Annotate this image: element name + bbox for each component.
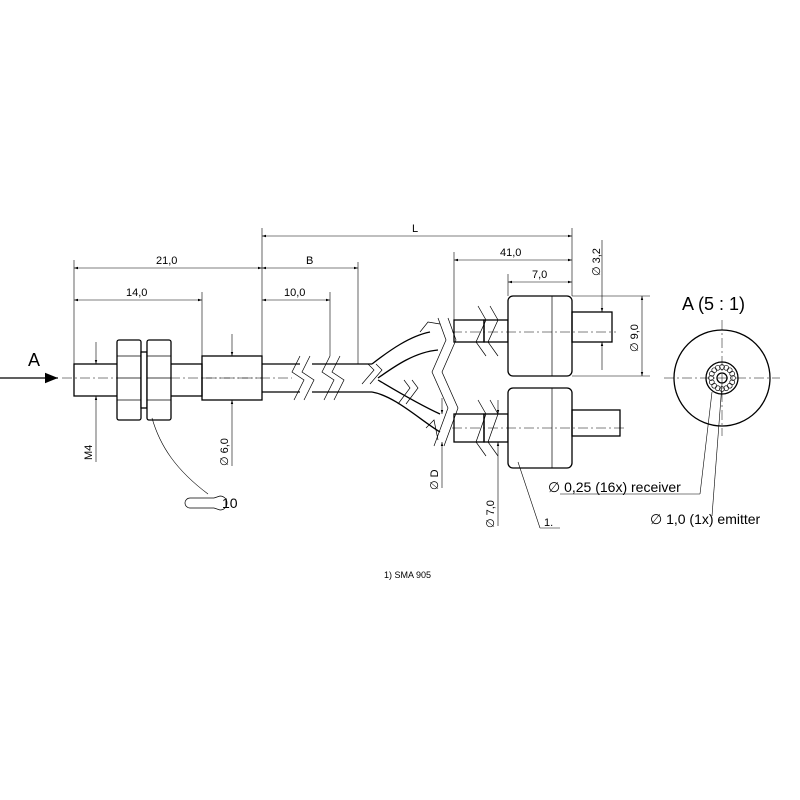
svg-text:∅ 7,0: ∅ 7,0 (485, 500, 497, 528)
svg-text:14,0: 14,0 (126, 287, 147, 299)
hex-nut-right (146, 339, 172, 421)
detail-title: A (5 : 1) (682, 294, 745, 314)
detail-view: A (5 : 1) (664, 294, 780, 436)
receiver-fiber (719, 364, 725, 370)
dimension-7: 7,0 (507, 269, 572, 296)
receiver-fiber (730, 375, 736, 381)
svg-text:B: B (306, 255, 313, 267)
svg-text:M4: M4 (83, 445, 95, 460)
wrench-size: 10 (222, 495, 238, 511)
dimension-7-0: ∅ 7,0 (485, 400, 500, 528)
svg-text:21,0: 21,0 (156, 255, 177, 267)
receiver-fiber (727, 367, 733, 373)
receiver-callout: ∅ 0,25 (16x) receiver (548, 391, 713, 495)
svg-text:∅ 6,0: ∅ 6,0 (219, 438, 231, 466)
connector-lower (452, 387, 624, 469)
note-callout: 1. (517, 461, 560, 529)
receiver-fiber (729, 371, 735, 377)
svg-text:1.: 1. (544, 517, 553, 529)
wrench-callout: 10 (151, 417, 238, 511)
sensor-head (62, 339, 372, 421)
view-label: A (28, 350, 40, 370)
dimension-l: L (261, 223, 573, 296)
hex-nut-left (116, 339, 142, 421)
dimension-d: ∅ D (429, 398, 444, 490)
dimension-b: B (262, 255, 359, 364)
svg-text:10,0: 10,0 (284, 287, 305, 299)
receiver-fiber (711, 383, 717, 389)
svg-text:L: L (412, 223, 418, 235)
receiver-fiber (708, 375, 714, 381)
receiver-fiber (709, 379, 715, 385)
dimension-41: 41,0 (453, 247, 572, 320)
receiver-fiber (727, 383, 733, 389)
svg-text:41,0: 41,0 (500, 247, 521, 259)
svg-text:∅ 3,2: ∅ 3,2 (591, 248, 603, 276)
dimension-m4: M4 (83, 342, 98, 462)
receiver-fiber (715, 365, 721, 371)
svg-text:∅ D: ∅ D (429, 469, 441, 490)
emitter-label: ∅ 1,0 (1x) emitter (650, 511, 761, 527)
dimension-3-2: ∅ 3,2 (591, 240, 604, 370)
view-arrow-a: A (0, 350, 58, 384)
footnote: 1) SMA 905 (384, 570, 431, 580)
emitter-callout: ∅ 1,0 (1x) emitter (650, 383, 761, 527)
dimension-14: 14,0 (74, 287, 203, 356)
dimension-9: ∅ 9,0 (572, 295, 650, 377)
dimension-6: ∅ 6,0 (219, 334, 234, 466)
dimension-21: 21,0 (73, 255, 263, 364)
dimension-10: 10,0 (262, 287, 331, 356)
svg-text:7,0: 7,0 (532, 269, 547, 281)
fiber-split (361, 317, 459, 447)
receiver-fiber (711, 367, 717, 373)
connector-upper (452, 295, 616, 377)
receiver-fiber-ring (708, 364, 736, 392)
receiver-fiber (723, 385, 729, 391)
svg-text:∅ 9,0: ∅ 9,0 (629, 324, 641, 352)
receiver-label: ∅ 0,25 (16x) receiver (548, 479, 681, 495)
